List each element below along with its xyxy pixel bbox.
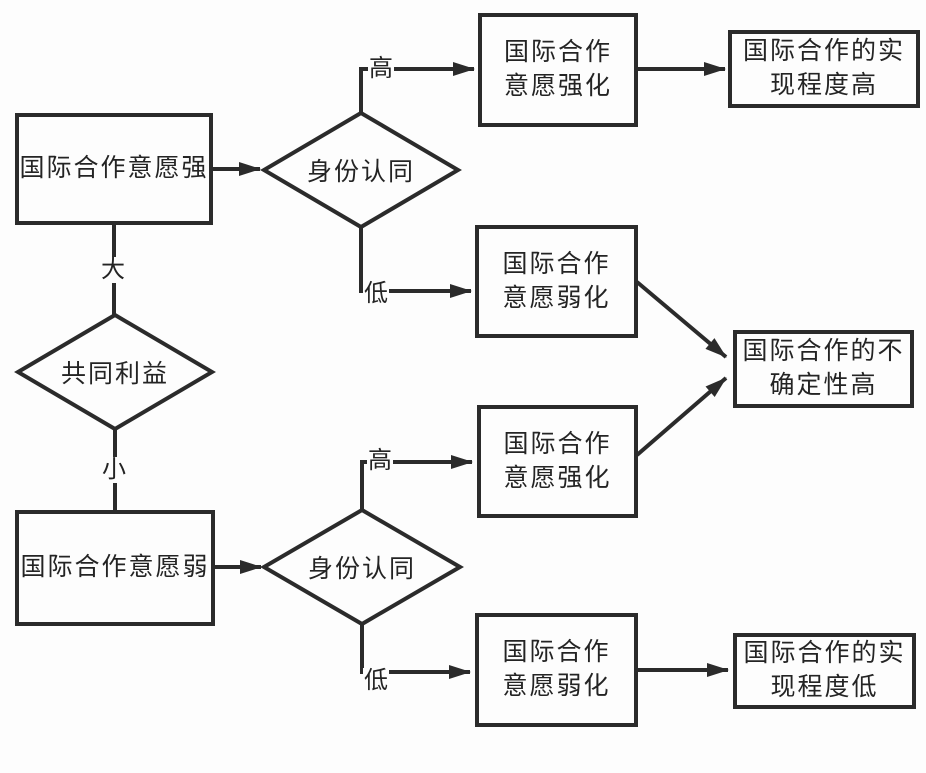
- node-text: 确定性高: [769, 372, 878, 399]
- node-strengthen-top: 国际合作 意愿强化: [478, 13, 638, 127]
- decision-common-interest-shape: [14, 312, 216, 432]
- arrow-identitytop-low-weaken: [359, 224, 472, 298]
- node-weaken-bottom: 国际合作 意愿弱化: [475, 613, 638, 727]
- arrow-identitytop-high-strengthen: [359, 62, 475, 116]
- node-text: 国际合作的实: [742, 38, 905, 66]
- node-text: 国际合作意愿弱: [20, 554, 210, 582]
- node-text: 国际合作: [503, 39, 612, 67]
- arrow-weaken-uncertainty: [635, 280, 728, 359]
- node-will-weak: 国际合作意愿弱: [15, 510, 215, 626]
- node-weaken-mid: 国际合作 意愿弱化: [475, 225, 638, 338]
- edge-label-big: 大: [100, 257, 126, 284]
- node-text: 现程度高: [769, 72, 878, 99]
- node-text: 国际合作: [503, 430, 612, 458]
- node-uncertainty-high: 国际合作的不 确定性高: [733, 330, 914, 408]
- node-realization-low: 国际合作的实 现程度低: [733, 633, 916, 709]
- decision-identity-bottom-shape: [260, 507, 464, 627]
- decision-common-interest-label: 共同利益: [60, 361, 170, 388]
- arrow-strengthenbottom-uncertainty: [635, 376, 728, 457]
- edge-label-low-bottom: 低: [363, 668, 389, 695]
- node-text: 国际合作的不: [742, 338, 905, 366]
- node-text: 现程度低: [770, 674, 879, 701]
- edge-label-high-bottom: 高: [367, 448, 393, 475]
- node-strengthen-bottom: 国际合作 意愿强化: [477, 405, 638, 518]
- edge-label-low-top: 低: [363, 281, 389, 308]
- decision-identity-bottom-label: 身份认同: [307, 556, 417, 583]
- node-text: 意愿弱化: [502, 284, 611, 312]
- edge-label-small: 小: [101, 457, 127, 484]
- node-text: 意愿弱化: [502, 673, 611, 700]
- decision-identity-top-shape: [260, 110, 462, 230]
- node-text: 国际合作: [502, 639, 611, 667]
- node-text: 国际合作意愿强: [19, 155, 209, 183]
- arrow-identitybottom-low-weaken: [360, 621, 471, 679]
- node-text: 国际合作: [502, 250, 611, 278]
- node-will-strong: 国际合作意愿强: [15, 113, 213, 225]
- edge-label-high-top: 高: [368, 56, 394, 83]
- node-text: 意愿强化: [503, 464, 612, 492]
- node-text: 意愿强化: [503, 73, 612, 100]
- arrow-identitybottom-high-strengthen: [360, 455, 473, 513]
- decision-identity-top-label: 身份认同: [306, 159, 416, 186]
- node-realization-high: 国际合作的实 现程度高: [728, 30, 920, 108]
- node-text: 国际合作的实: [743, 640, 906, 668]
